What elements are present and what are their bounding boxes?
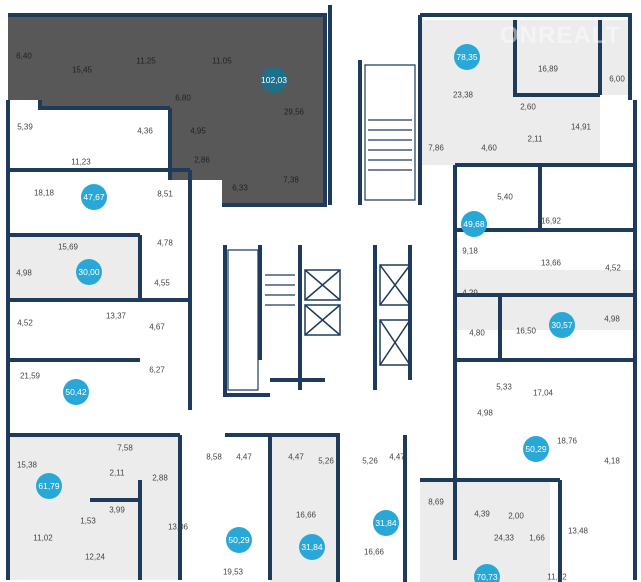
room-area-label: 11,05 <box>212 56 232 66</box>
room-area-label: 13,48 <box>567 526 589 536</box>
room-area-label: 16,92 <box>540 216 562 226</box>
room-area-label: 4,47 <box>389 452 405 462</box>
apartment-area-badge[interactable]: 78,35 <box>454 44 480 70</box>
room-area-label: 5,39 <box>17 122 33 132</box>
room-area-label: 16,66 <box>363 547 385 557</box>
room-area-label: 8,58 <box>206 452 222 462</box>
room-area-label: 8,69 <box>428 497 444 507</box>
room-area-label: 13,06 <box>167 522 189 532</box>
apartment-area-badge[interactable]: 61,79 <box>36 473 62 499</box>
room-area-label: 4,47 <box>236 452 252 462</box>
room-area-label: 6,80 <box>175 93 191 103</box>
room-area-label: 4,52 <box>17 318 33 328</box>
walls <box>6 5 637 582</box>
room-area-label: 4,98 <box>477 408 493 418</box>
apartment-area-badge[interactable]: 102,03 <box>261 67 287 93</box>
room-area-label: 6,33 <box>232 183 248 193</box>
apartment-area-badge[interactable]: 49,68 <box>461 211 487 237</box>
room-area-label: 4,47 <box>288 452 304 462</box>
room-area-label: 2,60 <box>520 102 536 112</box>
room-area-label: 4,80 <box>469 328 485 338</box>
room-area-label: 6,27 <box>149 365 165 375</box>
room-area-label: 4,39 <box>474 509 490 519</box>
room-area-label: 3,99 <box>109 505 125 515</box>
room-area-label: 11,23 <box>71 157 91 167</box>
room-area-label: 23,38 <box>452 90 474 100</box>
room-area-label: 18,18 <box>33 188 55 198</box>
room-area-label: 7,58 <box>117 443 133 453</box>
room-area-label: 5,26 <box>318 456 334 466</box>
room-area-label: 16,89 <box>537 64 559 74</box>
room-area-label: 4,95 <box>190 126 206 136</box>
room-area-label: 11,12 <box>547 572 567 582</box>
room-area-label: 7,86 <box>428 143 444 153</box>
room-area-label: 4,52 <box>605 263 621 273</box>
apartment-area-badge[interactable]: 47,67 <box>81 184 107 210</box>
apartment-area-badge[interactable]: 31,84 <box>373 510 399 536</box>
room-area-label: 15,69 <box>57 242 79 252</box>
room-area-label: 11,02 <box>33 533 53 543</box>
room-area-label: 2,86 <box>194 155 210 165</box>
room-area-label: 5,40 <box>497 192 513 202</box>
room-area-label: 6,40 <box>16 51 32 61</box>
room-area-label: 9,18 <box>462 246 478 256</box>
room-area-label: 19,53 <box>222 567 244 577</box>
room-area-label: 11,25 <box>136 56 156 66</box>
apartment-area-badge[interactable]: 30,57 <box>549 312 575 338</box>
apartment-area-badge[interactable]: 70,73 <box>474 564 500 582</box>
room-area-label: 4,18 <box>604 456 620 466</box>
selected-apartment-102-03 <box>8 15 325 205</box>
room-area-label: 4,98 <box>604 314 620 324</box>
apartment-area-badge[interactable]: 30,00 <box>76 259 102 285</box>
room-area-label: 17,04 <box>532 388 554 398</box>
room-area-label: 16,50 <box>515 326 537 336</box>
room-area-label: 4,29 <box>462 288 478 298</box>
watermark-logo: ONREALT <box>500 22 622 49</box>
room-area-label: 2,88 <box>152 473 168 483</box>
room-area-label: 24,33 <box>493 533 515 543</box>
apartment-area-badge[interactable]: 50,29 <box>226 527 252 553</box>
apartment-area-badge[interactable]: 50,42 <box>63 379 89 405</box>
room-area-label: 2,11 <box>109 468 125 478</box>
room-area-label: 4,60 <box>481 143 497 153</box>
room-area-label: 2,11 <box>527 134 543 144</box>
room-area-label: 21,59 <box>19 371 41 381</box>
room-area-label: 5,33 <box>496 382 512 392</box>
room-area-label: 16,66 <box>295 510 317 520</box>
room-area-label: 4,78 <box>157 238 173 248</box>
room-area-label: 1,66 <box>529 533 545 543</box>
room-area-label: 18,76 <box>556 436 578 446</box>
room-area-label: 1,53 <box>80 516 96 526</box>
room-area-label: 13,37 <box>105 311 127 321</box>
room-area-label: 29,56 <box>283 107 305 117</box>
room-area-label: 15,45 <box>71 65 93 75</box>
room-area-label: 2,00 <box>508 511 524 521</box>
room-area-label: 12,24 <box>84 552 106 562</box>
room-area-label: 4,36 <box>137 126 153 136</box>
room-area-label: 6,00 <box>609 74 625 84</box>
apartment-area-badge[interactable]: 31,84 <box>299 534 325 560</box>
room-area-label: 15,38 <box>16 460 38 470</box>
apartment-area-badge[interactable]: 50,29 <box>523 436 549 462</box>
room-area-label: 7,38 <box>283 175 299 185</box>
room-area-label: 5,26 <box>362 456 378 466</box>
room-area-label: 13,66 <box>540 258 562 268</box>
room-area-label: 8,51 <box>157 189 173 199</box>
room-area-label: 4,55 <box>154 278 170 288</box>
room-area-label: 4,98 <box>16 268 32 278</box>
room-area-label: 14,91 <box>570 122 592 132</box>
room-area-label: 4,67 <box>149 322 165 332</box>
elevators <box>304 264 411 366</box>
stairs <box>227 64 416 391</box>
